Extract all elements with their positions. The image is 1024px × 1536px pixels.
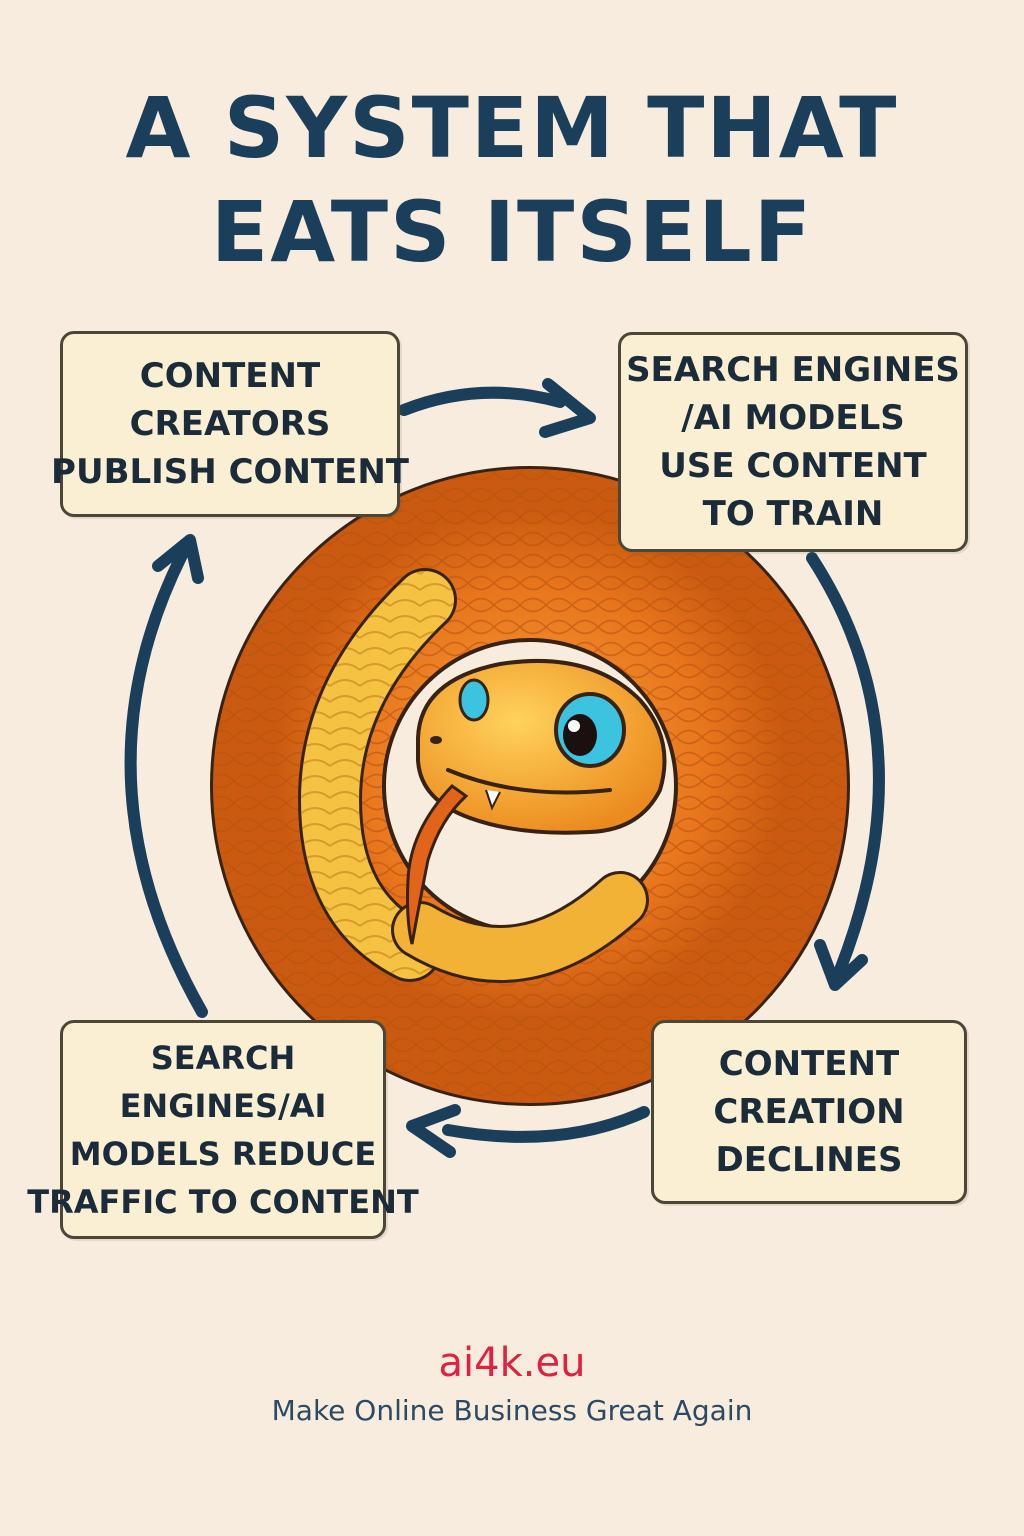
step-text: USE CONTENT	[659, 446, 927, 486]
step-text: CONTENT	[139, 356, 321, 396]
step-text: DECLINES	[715, 1140, 903, 1180]
step-text: PUBLISH CONTENT	[51, 452, 409, 492]
step-box-publish: CONTENT CREATORS PUBLISH CONTENT	[51, 331, 409, 517]
step-text: CONTENT	[718, 1044, 900, 1084]
arrow-reduce-to-publish	[124, 534, 208, 1018]
ouroboros-snake-icon	[210, 466, 850, 1106]
step-text: SEARCH ENGINES	[626, 350, 960, 390]
step-text: TRAFFIC TO CONTENT	[27, 1182, 419, 1221]
step-text: CREATION	[713, 1092, 905, 1132]
step-text: SEARCH	[150, 1038, 296, 1077]
arrow-train-to-decline	[806, 552, 885, 991]
step-text: CREATORS	[129, 404, 331, 444]
step-box-decline: CONTENT CREATION DECLINES	[651, 1020, 967, 1204]
arrow-publish-to-train	[398, 378, 596, 438]
brand-link[interactable]: ai4k.eu	[438, 1340, 586, 1386]
title-line-2: EATS ITSELF	[210, 183, 814, 281]
step-box-train: SEARCH ENGINES /AI MODELS USE CONTENT TO…	[618, 332, 968, 552]
arrow-decline-to-reduce	[406, 1104, 650, 1158]
tagline: Make Online Business Great Again	[271, 1394, 753, 1427]
step-text: /AI MODELS	[681, 398, 905, 438]
title-line-1: A SYSTEM THAT	[125, 79, 899, 177]
step-text: ENGINES/AI	[119, 1086, 327, 1125]
step-box-reduce: SEARCH ENGINES/AI MODELS REDUCE TRAFFIC …	[27, 1020, 419, 1239]
step-text: TO TRAIN	[702, 494, 884, 534]
step-text: MODELS REDUCE	[69, 1134, 377, 1173]
